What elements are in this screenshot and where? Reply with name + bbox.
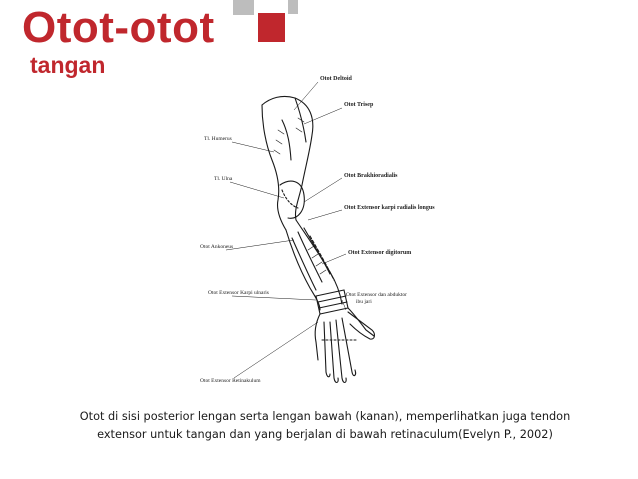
figure-caption: Otot di sisi posterior lengan serta leng… <box>70 408 580 444</box>
label-otot-extensor-karpi-ulnaris: Otot Extensor Karpi ulnaris <box>208 290 269 296</box>
decor-grey-square-small <box>288 0 298 14</box>
label-ibu-jari: ibu jari <box>356 299 372 305</box>
arm-outline <box>262 96 374 382</box>
label-tl-ulna: Tl. Ulna <box>214 176 233 182</box>
caption-line-2: extensor untuk tangan dan yang berjalan … <box>70 426 580 444</box>
label-otot-extensor-karpi-radialis: Otot Extensor karpi radialis longus <box>344 205 435 211</box>
slide-subtitle: tangan <box>30 54 105 77</box>
label-otot-deltoid: Otot Deltoid <box>320 76 352 82</box>
label-otot-extensor-retinakulum: Otot Extensor Retinakulum <box>200 378 261 384</box>
label-otot-extensor-digitorum: Otot Extensor digitorum <box>348 250 411 256</box>
label-tl-humerus: Tl. Humerus <box>204 136 232 142</box>
label-otot-trisep: Otot Trisep <box>344 102 374 108</box>
label-otot-ankoneus: Otot Ankoneus <box>200 244 233 250</box>
caption-line-1: Otot di sisi posterior lengan serta leng… <box>70 408 580 426</box>
label-otot-brakhioradialis: Otot Brakhioradialis <box>344 173 398 179</box>
label-otot-extensor-abduktor: Otot Extensor dan abduktor <box>346 292 407 298</box>
decor-red-square <box>258 13 285 42</box>
decor-grey-square <box>233 0 254 15</box>
arm-muscle-illustration: Otot Deltoid Otot Trisep Tl. Humerus Tl.… <box>170 60 470 400</box>
slide-title: Otot-otot <box>22 6 215 50</box>
